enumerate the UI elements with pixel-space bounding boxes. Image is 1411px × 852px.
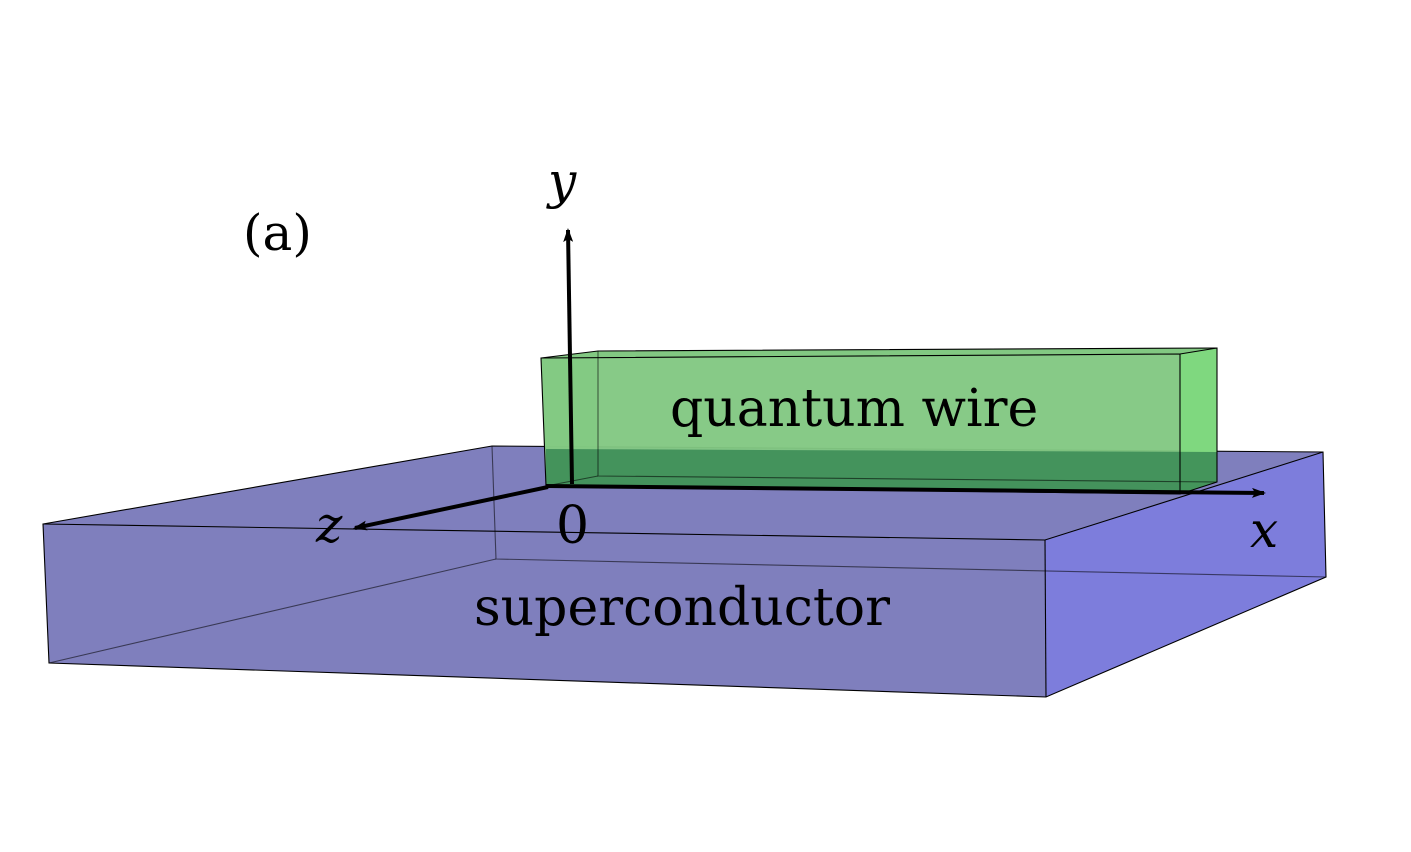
substrate-label: superconductor [474,578,890,638]
substrate-vertical-edge [1044,539,1047,698]
y-axis-arrow [563,228,574,485]
substrate-front-face [43,524,1046,697]
wire-lower-shading [546,449,1217,494]
origin-label: 0 [556,496,589,556]
y-axis-label: y [546,152,577,210]
superconductor-slab [42,445,1327,698]
wire-label: quantum wire [670,379,1038,439]
panel-label: (a) [243,204,312,262]
x-axis-arrow [545,484,1266,498]
x-axis-label: x [1250,501,1278,559]
z-axis-label: z [315,496,343,554]
coordinate-axes [353,228,1266,531]
wire-right-top-edge [1179,347,1218,355]
z-axis-arrow [353,485,549,531]
substrate-hidden-edge-bottom-left [48,558,497,664]
substrate-outline [42,445,1327,698]
